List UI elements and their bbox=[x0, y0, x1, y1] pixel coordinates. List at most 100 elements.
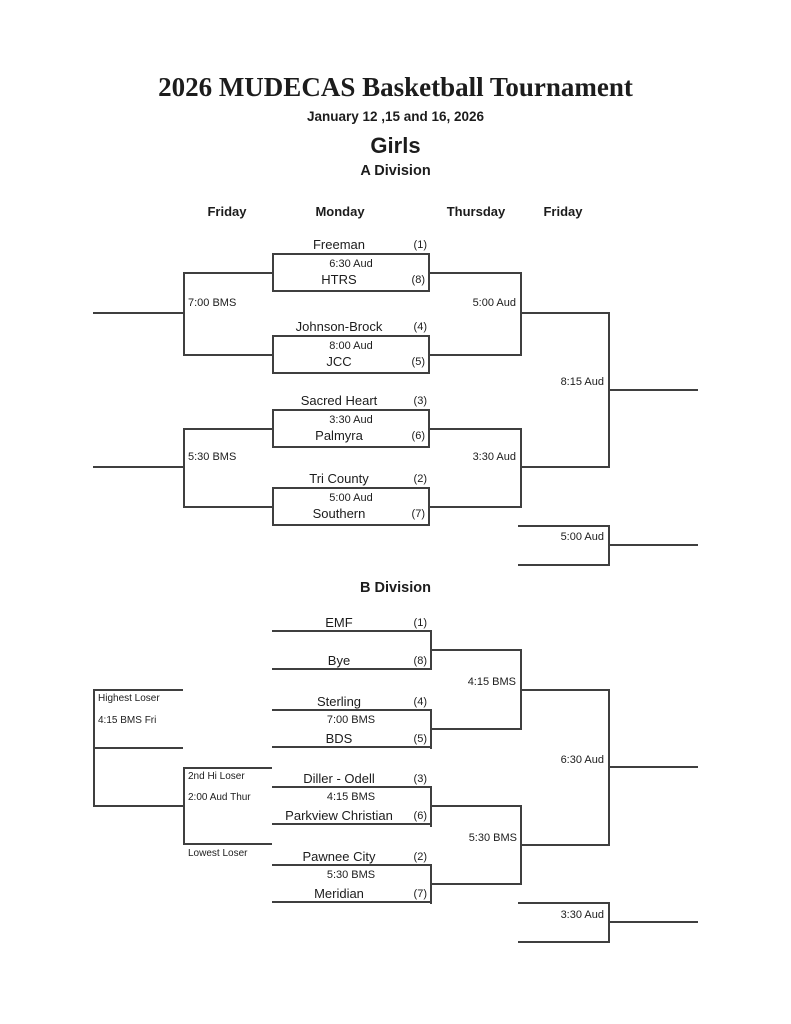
team-name: Johnson-Brock bbox=[295, 319, 383, 334]
seed-label: (4) bbox=[413, 321, 427, 333]
a-third-place-winner-line bbox=[608, 544, 698, 546]
a-semi-top-time: 5:00 Aud bbox=[472, 297, 516, 309]
team-name: Bye bbox=[327, 653, 351, 668]
b-match-2-winner-line bbox=[430, 728, 520, 730]
a-consolation-top-feed-line bbox=[183, 354, 272, 356]
b-champion-line bbox=[608, 766, 698, 768]
seed-label: (5) bbox=[413, 733, 427, 745]
b-consolation-highest-loser-line bbox=[93, 689, 183, 691]
a-consolation-bottom-feed-line bbox=[183, 428, 272, 430]
seed-label: (4) bbox=[413, 696, 427, 708]
a-consolation-top-time: 7:00 BMS bbox=[188, 297, 237, 309]
day-header-friday-right: Friday bbox=[543, 204, 583, 219]
match-box: 8:00 Aud JCC(5) bbox=[272, 335, 430, 374]
b-consolation-lowest-loser-line bbox=[183, 843, 272, 845]
seed-label: (8) bbox=[411, 274, 425, 286]
match-box: 3:30 Aud Palmyra (6) bbox=[272, 409, 430, 448]
seed-label: (2) bbox=[413, 851, 427, 863]
b-third-place-feed-line bbox=[518, 941, 608, 943]
team-name: Sacred Heart bbox=[300, 393, 378, 408]
seed-label: (7) bbox=[413, 888, 427, 900]
a-final-time: 8:15 Aud bbox=[560, 376, 604, 388]
b-match-4: Pawnee City (2) 5:30 BMS Meridian (7) bbox=[272, 850, 430, 903]
team-name: Meridian bbox=[314, 886, 364, 901]
a-consolation-top-feed-line bbox=[183, 272, 272, 274]
b-division-heading: B Division bbox=[360, 580, 431, 596]
a-match-2: Johnson-Brock(4) 8:00 Aud JCC(5) bbox=[272, 319, 430, 374]
a-consolation-top-vertical bbox=[183, 272, 185, 356]
a-match-3: Sacred Heart (3) 3:30 Aud Palmyra (6) bbox=[272, 393, 430, 448]
day-header-thursday: Thursday bbox=[446, 204, 506, 219]
team-name: HTRS bbox=[321, 272, 357, 287]
team-name: Tri County bbox=[309, 471, 369, 486]
b-consolation-bottom-entrant: Lowest Loser bbox=[188, 848, 248, 859]
a-semi-bottom-feed-line bbox=[430, 428, 520, 430]
b-consolation-semi-time: 2:00 Aud Thur bbox=[188, 792, 251, 803]
b-consolation-final-time: 4:15 BMS Fri bbox=[98, 715, 157, 726]
team-name: Sterling bbox=[316, 694, 362, 709]
a-third-place-time: 5:00 Aud bbox=[560, 531, 604, 543]
a-semi-bottom-time: 3:30 Aud bbox=[472, 451, 516, 463]
b-third-place-winner-line bbox=[608, 921, 698, 923]
a-semi-bottom-vertical bbox=[520, 428, 522, 508]
a-consolation-bottom-time: 5:30 BMS bbox=[188, 451, 237, 463]
b-consolation-semi-vertical bbox=[183, 767, 185, 845]
b-consolation-semi-winner-line bbox=[93, 805, 183, 807]
b-third-place-feed-line bbox=[518, 902, 608, 904]
game-time: 6:30 Aud bbox=[329, 258, 373, 270]
team-name: Diller - Odell bbox=[303, 771, 375, 786]
b-semi-bottom-time: 5:30 BMS bbox=[468, 832, 517, 844]
match-box: 6:30 Aud HTRS (8) bbox=[272, 253, 430, 292]
seed-label: (6) bbox=[411, 430, 425, 442]
b-match-4-winner-line bbox=[430, 883, 520, 885]
a-semi-top-vertical bbox=[520, 272, 522, 356]
game-time: 4:15 BMS bbox=[326, 791, 376, 803]
gender-heading: Girls bbox=[370, 133, 421, 158]
team-name: JCC bbox=[326, 354, 352, 369]
game-time: 5:30 BMS bbox=[326, 869, 376, 881]
seed-label: (6) bbox=[413, 810, 427, 822]
team-name: Southern bbox=[312, 506, 366, 521]
team-name: Palmyra bbox=[315, 428, 363, 443]
b-match-1-winner-line bbox=[430, 649, 520, 651]
seed-label: (8) bbox=[413, 655, 427, 667]
team-name: BDS bbox=[325, 731, 353, 746]
seed-label: (2) bbox=[413, 473, 427, 485]
b-semi-top-time: 4:15 BMS bbox=[467, 676, 516, 688]
b-consolation-mid-entrant: 2nd Hi Loser bbox=[188, 771, 245, 782]
b-final-time: 6:30 Aud bbox=[560, 754, 604, 766]
a-third-place-feed-line bbox=[518, 525, 608, 527]
day-header-monday: Monday bbox=[315, 204, 365, 219]
game-time: 3:30 Aud bbox=[329, 414, 373, 426]
b-match-3: Diller - Odell (3) 4:15 BMS Parkview Chri… bbox=[272, 772, 430, 825]
a-third-place-feed-line bbox=[518, 564, 608, 566]
a-semi-top-feed-line bbox=[430, 272, 520, 274]
seed-label: (1) bbox=[413, 239, 427, 251]
page-title: 2026 MUDECAS Basketball Tournament bbox=[158, 72, 633, 102]
b-match-1: EMF (1) Bye (8) bbox=[272, 616, 430, 670]
a-consolation-bottom-vertical bbox=[183, 428, 185, 508]
b-consolation-top-entrant: Highest Loser bbox=[98, 693, 160, 704]
b-match-2: Sterling(4) 7:00 BMS BDS(5) bbox=[272, 695, 430, 748]
b-match-3-winner-line bbox=[430, 805, 520, 807]
seed-label: (7) bbox=[411, 508, 425, 520]
a-match-1: Freeman(1) 6:30 Aud HTRS(8) bbox=[272, 237, 430, 292]
a-match-4: Tri County (2) 5:00 Aud Southern (7) bbox=[272, 471, 430, 526]
seed-label: (3) bbox=[413, 773, 427, 785]
b-third-place-time: 3:30 Aud bbox=[560, 909, 604, 921]
a-consolation-top-winner-line bbox=[93, 312, 183, 314]
team-name: Pawnee City bbox=[302, 849, 376, 864]
a-semi-bottom-feed-line bbox=[430, 506, 520, 508]
b-semi-bottom-winner-line bbox=[520, 844, 608, 846]
team-name: EMF bbox=[325, 615, 353, 630]
a-consolation-bottom-winner-line bbox=[93, 466, 183, 468]
seed-label: (3) bbox=[413, 395, 427, 407]
game-time: 5:00 Aud bbox=[329, 492, 373, 504]
a-division-heading: A Division bbox=[360, 163, 431, 179]
team-name: Parkview Christian bbox=[285, 808, 393, 823]
a-semi-top-winner-line bbox=[520, 312, 608, 314]
seed-label: (5) bbox=[411, 356, 425, 368]
seed-label: (1) bbox=[413, 617, 427, 629]
a-semi-bottom-winner-line bbox=[520, 466, 608, 468]
